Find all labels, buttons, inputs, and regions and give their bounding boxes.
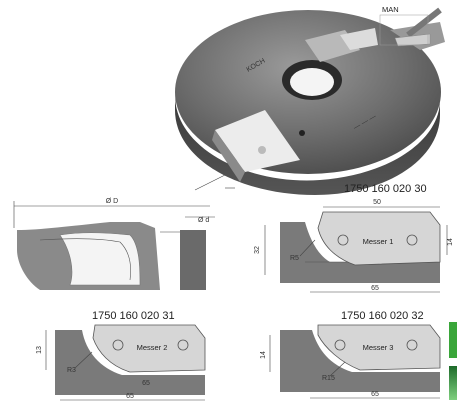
green-accent-bar-top xyxy=(449,322,457,358)
svg-text:65: 65 xyxy=(371,285,379,292)
svg-text:32: 32 xyxy=(254,246,261,254)
radius-label-31: R3 xyxy=(67,367,76,374)
svg-text:14: 14 xyxy=(447,238,454,246)
svg-text:65: 65 xyxy=(371,391,379,398)
radius-label-32: R15 xyxy=(322,375,335,382)
knife-label-30: Messer 1 xyxy=(363,237,394,246)
svg-text:65: 65 xyxy=(126,393,134,400)
dim-diameter-D: Ø D xyxy=(106,198,118,205)
profile-code-30: 1750 160 020 30 xyxy=(344,183,427,195)
knife-label-31: Messer 2 xyxy=(137,343,168,352)
inset-label: MAN xyxy=(382,5,399,14)
svg-text:50: 50 xyxy=(373,199,381,206)
knife-label-32: Messer 3 xyxy=(363,343,394,352)
svg-text:14: 14 xyxy=(260,351,267,359)
profile-code-32: 1750 160 020 32 xyxy=(341,310,424,322)
green-accent-bar-bottom xyxy=(449,366,457,400)
svg-text:65: 65 xyxy=(142,380,150,387)
dim-diameter-d: Ø d xyxy=(198,217,209,224)
svg-text:13: 13 xyxy=(36,346,43,354)
radius-label-30: R5 xyxy=(290,255,299,262)
profile-code-31: 1750 160 020 31 xyxy=(92,310,175,322)
